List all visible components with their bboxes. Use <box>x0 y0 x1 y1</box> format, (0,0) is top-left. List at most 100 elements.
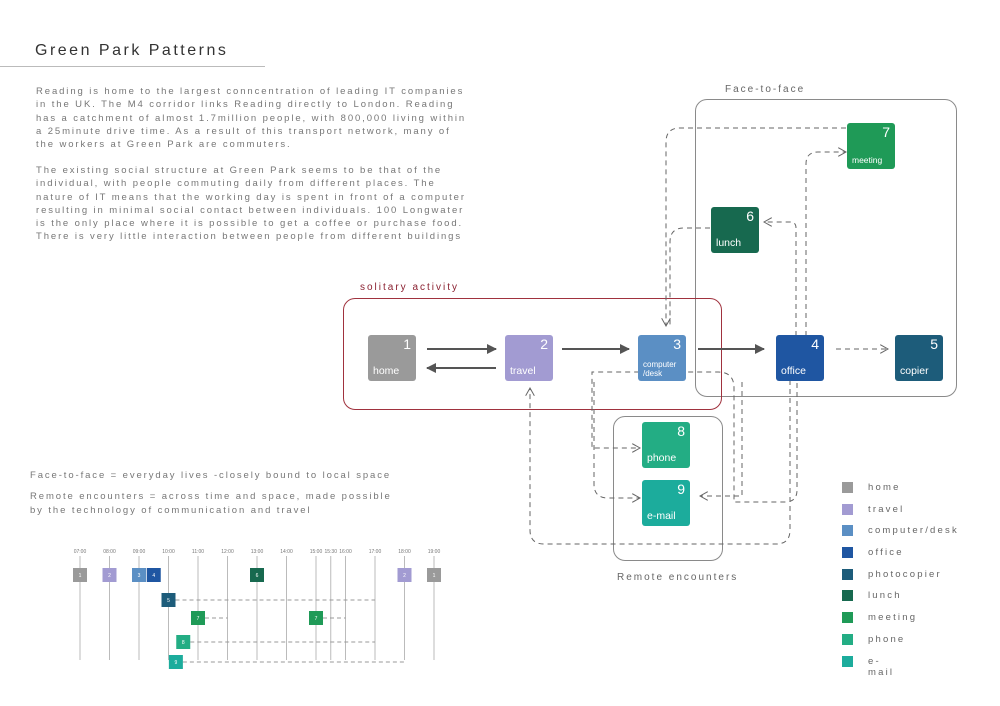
node-number: 3 <box>673 336 681 352</box>
node-label: lunch <box>716 237 742 249</box>
node-label: phone <box>647 452 677 464</box>
arrow-office-to-meeting <box>805 152 846 336</box>
text-line: has a catchment of almost 1.7million peo… <box>36 112 467 124</box>
node-label: computer /desk <box>643 360 677 378</box>
solitary-activity-region <box>343 298 722 410</box>
legend-label: e-mail <box>868 655 895 678</box>
legend-swatch <box>842 655 853 667</box>
arrow-to-travel-loop <box>530 380 791 545</box>
legend-label: photocopier <box>868 568 942 580</box>
text-line: Reading is home to the largest conncentr… <box>36 86 465 97</box>
node-email: 9 e-mail <box>642 480 690 526</box>
node-label: office <box>781 365 806 377</box>
timeline-tick-label: 10:00 <box>162 549 175 555</box>
node-lunch: 6 lunch <box>711 207 759 253</box>
node-travel: 2 travel <box>505 335 553 381</box>
timeline-tick-label: 16:00 <box>339 549 352 555</box>
legend-label: computer/desk <box>868 525 959 537</box>
node-label: e-mail <box>647 510 676 522</box>
timeline-block <box>73 568 87 582</box>
intro-paragraph: Reading is home to the largest conncentr… <box>36 85 596 151</box>
timeline-block <box>397 568 412 582</box>
timeline-tick-label: 14:00 <box>280 549 293 555</box>
remote-encounters-definition: Remote encounters = across time and spac… <box>30 491 392 502</box>
legend-label: phone <box>868 633 906 645</box>
timeline-block <box>146 568 161 582</box>
legend-swatch <box>842 633 853 645</box>
timeline-tick-label: 15:30 <box>324 549 337 555</box>
arrow-computer-to-email <box>593 382 640 498</box>
timeline-block <box>102 568 117 582</box>
timeline-block-label: 8 <box>182 640 185 646</box>
text-line: resulting in minimal social contact betw… <box>36 204 465 216</box>
timeline-tick-label: 12:00 <box>221 549 234 555</box>
timeline-block <box>250 568 264 582</box>
arrow-lunch-to-computer <box>669 227 710 326</box>
node-number: 2 <box>540 336 548 352</box>
arrow-to-email-from-right <box>700 382 743 496</box>
text-line: nature of IT means that the working day … <box>36 191 466 203</box>
timeline-block-label: 2 <box>108 573 111 579</box>
arrow-office-to-lunch <box>764 222 797 336</box>
timeline-block-label: 6 <box>256 573 259 579</box>
timeline-tick-label: 09:00 <box>133 549 146 555</box>
text-line: the workers at Green Park are commuters. <box>36 139 292 151</box>
face-to-face-definition: Face-to-face = everyday lives -closely b… <box>30 470 392 481</box>
remote-encounters-region <box>613 416 723 561</box>
legend-swatch <box>842 547 853 559</box>
social-structure-paragraph: The existing social structure at Green P… <box>36 164 596 244</box>
node-number: 1 <box>403 336 411 352</box>
title-divider <box>0 66 265 67</box>
text-line: a 25minute drive time. As a result of th… <box>36 125 451 137</box>
timeline-tick-label: 17:00 <box>369 549 382 555</box>
legend-label: office <box>868 547 904 559</box>
timeline-block-label: 1 <box>79 573 82 579</box>
text-line: The existing social structure at Green P… <box>36 165 443 176</box>
timeline-block <box>427 568 441 582</box>
legend-swatch <box>842 525 853 537</box>
legend-swatch <box>842 568 853 580</box>
node-home: 1 home <box>368 335 416 381</box>
node-number: 6 <box>746 208 754 224</box>
text-line: There is very little interaction between… <box>36 231 463 243</box>
text-line: is the only place where it is possible t… <box>36 218 464 230</box>
node-number: 9 <box>677 481 685 497</box>
legend-swatch <box>842 482 853 493</box>
timeline-tick-label: 18:00 <box>398 549 411 555</box>
face-to-face-region <box>695 99 957 397</box>
legend-label: lunch <box>868 590 902 602</box>
timeline-block <box>168 655 183 669</box>
timeline-block-label: 9 <box>174 660 177 666</box>
remote-encounters-definition-cont: by the technology of communication and t… <box>30 505 312 516</box>
timeline-block <box>191 611 205 625</box>
timeline-block <box>132 568 146 582</box>
text-line: individual, with people commuting daily … <box>36 178 436 190</box>
timeline-tick-label: 13:00 <box>251 549 264 555</box>
node-office: 4 office <box>776 335 824 381</box>
node-number: 7 <box>882 124 890 140</box>
text-line: in the UK. The M4 corridor links Reading… <box>36 99 455 111</box>
node-label: travel <box>510 365 536 377</box>
timeline-tick-label: 11:00 <box>192 549 204 555</box>
face-to-face-label: Face-to-face <box>725 84 806 95</box>
timeline-tick-label: 15:00 <box>310 549 323 555</box>
legend-swatch <box>842 503 853 515</box>
legend-swatch <box>842 590 853 602</box>
node-phone: 8 phone <box>642 422 690 468</box>
remote-encounters-label: Remote encounters <box>617 572 739 583</box>
timeline-block-label: 7 <box>315 616 318 622</box>
node-label: home <box>373 365 400 377</box>
timeline-tick-label: 19:00 <box>428 549 441 555</box>
timeline-block-label: 3 <box>138 573 141 579</box>
node-label: meeting <box>852 155 883 165</box>
node-number: 5 <box>930 336 938 352</box>
node-computer-desk: 3 computer /desk <box>638 335 686 381</box>
timeline-block-label: 2 <box>403 573 406 579</box>
node-meeting: 7 meeting <box>847 123 895 169</box>
timeline-block <box>176 635 191 649</box>
node-number: 8 <box>677 423 685 439</box>
timeline-block <box>161 593 176 607</box>
timeline-tick-label: 08:00 <box>103 549 116 555</box>
